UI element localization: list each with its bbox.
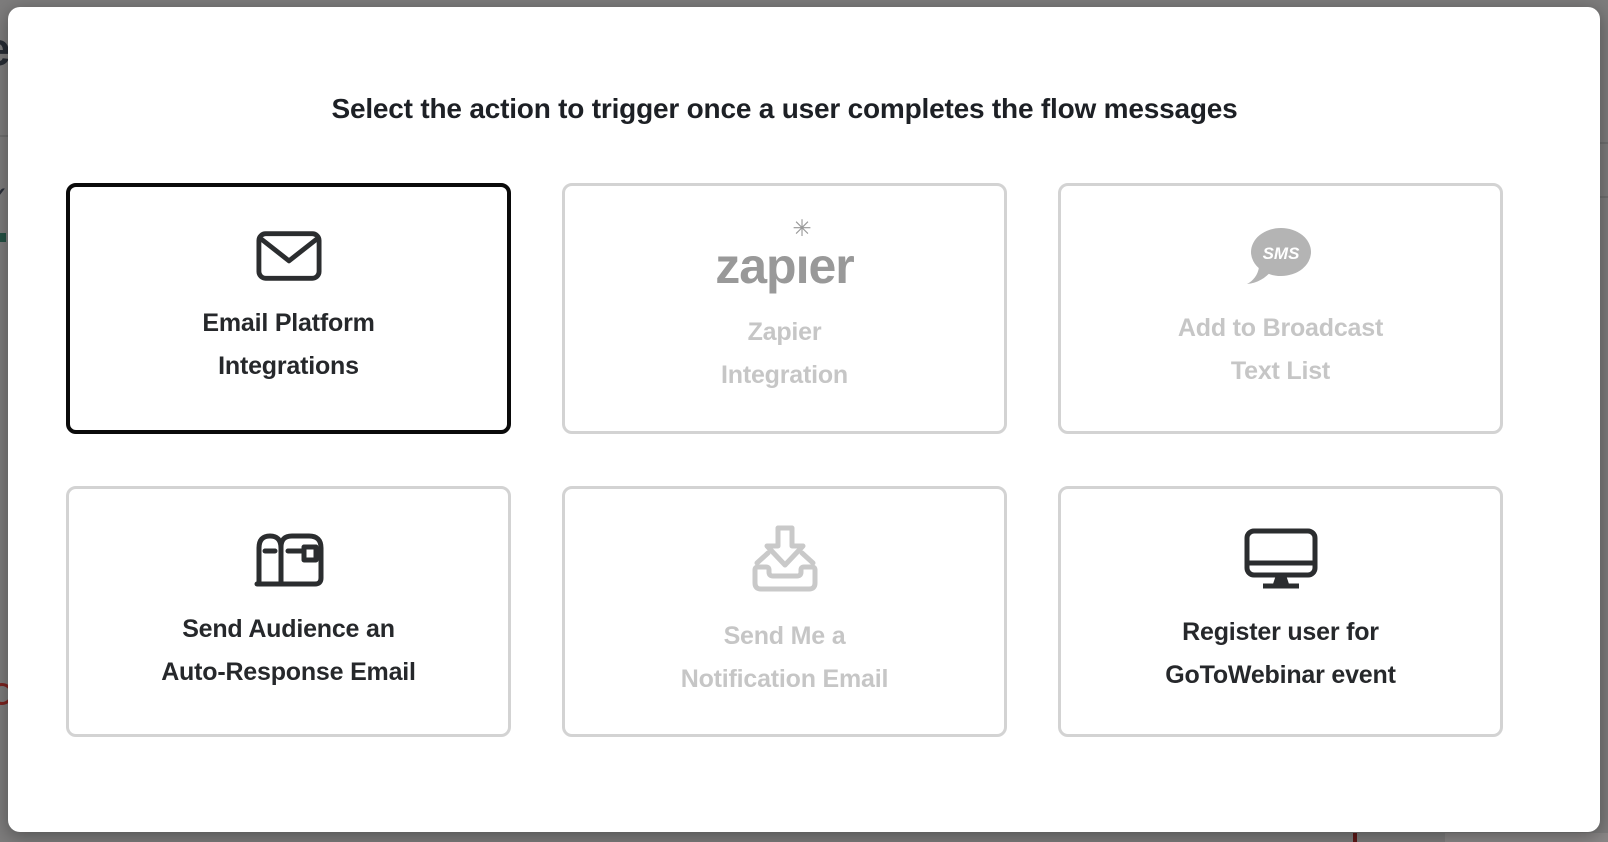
background-text-fragment: e (0, 22, 11, 76)
action-card-send-auto-response-email[interactable]: Send Audience an Auto-Response Email (66, 486, 511, 737)
zapier-logo: zapı✳er (715, 214, 855, 294)
dialog-title: Select the action to trigger once a user… (331, 93, 1238, 124)
action-card-register-gotowebinar[interactable]: Register user for GoToWebinar event (1058, 486, 1503, 737)
envelope-icon (255, 230, 322, 282)
background-divider-fragment (0, 135, 9, 137)
card-label: Zapier Integration (721, 317, 848, 389)
action-card-grid: Email Platform Integrations zapı✳er Zapi… (66, 183, 1503, 737)
action-card-send-me-notification-email: Send Me a Notification Email (562, 486, 1007, 737)
sms-bubble-icon: SMS (1245, 225, 1317, 287)
background-divider-fragment (1600, 142, 1608, 144)
action-card-email-platform-integrations[interactable]: Email Platform Integrations (66, 183, 511, 434)
svg-text:SMS: SMS (1262, 244, 1300, 263)
zapier-asterisk-icon: ✳ (792, 214, 812, 241)
card-label: Send Me a Notification Email (680, 621, 889, 693)
inbox-download-icon (747, 523, 823, 595)
card-label: Email Platform Integrations (202, 308, 375, 380)
monitor-icon (1243, 527, 1319, 591)
background-red-line-fragment (1353, 833, 1357, 842)
action-card-zapier-integration: zapı✳er Zapier Integration (562, 183, 1007, 434)
background-green-fragment (0, 233, 6, 242)
mailbox-icon (251, 530, 327, 588)
background-check-fragment: ✓ (0, 180, 9, 213)
card-label: Send Audience an Auto-Response Email (161, 614, 416, 686)
card-label: Register user for GoToWebinar event (1165, 617, 1396, 689)
action-card-add-to-broadcast-text-list: SMS Add to Broadcast Text List (1058, 183, 1503, 434)
background-patch-fragment (1445, 833, 1608, 842)
background-divider-fragment (1600, 196, 1608, 198)
card-label: Add to Broadcast Text List (1177, 313, 1384, 385)
action-select-dialog: Select the action to trigger once a user… (8, 7, 1600, 832)
